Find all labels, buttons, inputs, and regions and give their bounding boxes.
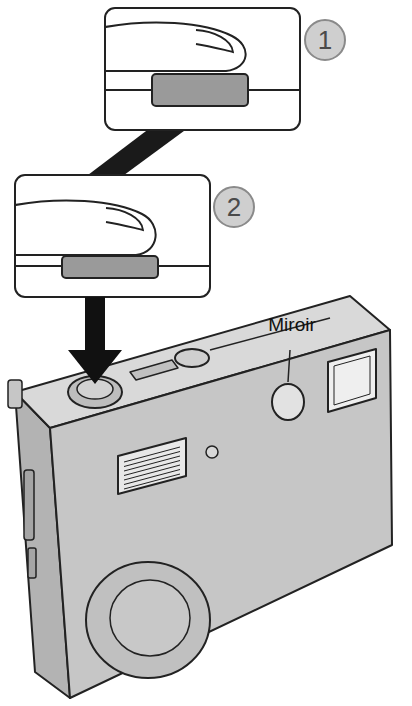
press-arrow (68, 297, 122, 384)
callout-number: 1 (318, 27, 332, 53)
flash-stripe (124, 456, 180, 471)
callout-number: 2 (227, 194, 241, 220)
callout-circle: 1 (304, 19, 346, 61)
half-press-inset (100, 8, 305, 130)
callout-circle: 2 (213, 186, 255, 228)
leader-line (288, 350, 290, 382)
part-label: Miroir (268, 315, 316, 336)
flash-stripe (124, 447, 180, 462)
camera-body (8, 296, 392, 698)
flash-stripe (124, 474, 180, 489)
flash-stripe (124, 470, 180, 485)
full-press-inset (10, 175, 215, 297)
flash-stripe (124, 452, 180, 467)
inset-link (84, 128, 188, 178)
flash-stripe (124, 461, 180, 476)
flash-stripe (124, 465, 180, 480)
